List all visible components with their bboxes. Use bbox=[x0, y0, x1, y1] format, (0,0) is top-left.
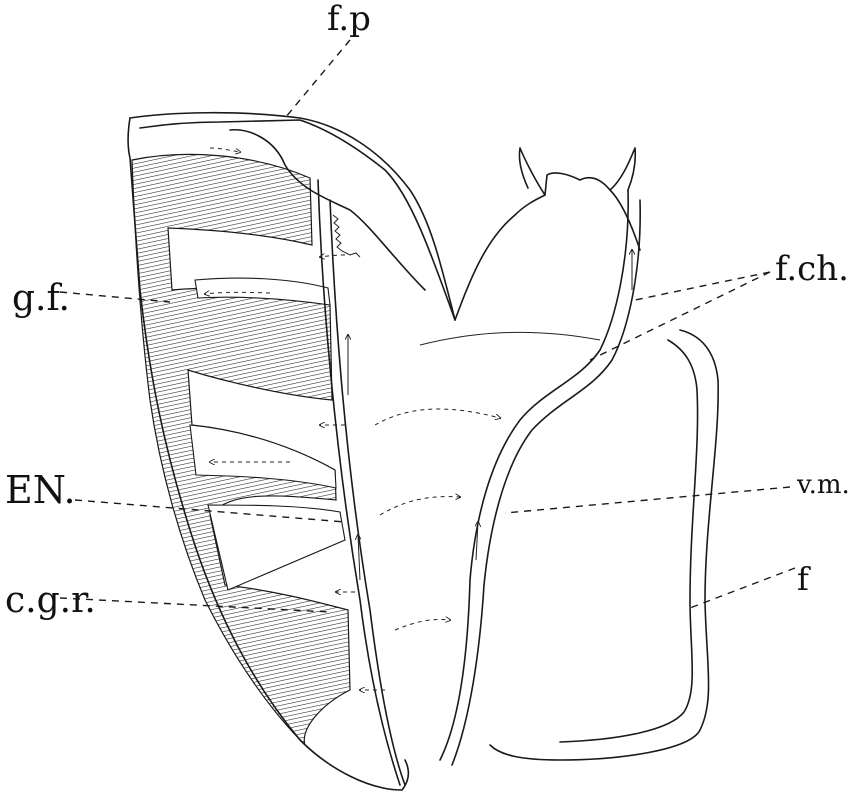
foot-outline bbox=[490, 330, 718, 760]
siphon-tube-inner bbox=[452, 200, 640, 765]
flow-arrow-2 bbox=[380, 497, 460, 515]
ctenidial-axis-right bbox=[330, 200, 405, 785]
leader-vm bbox=[505, 487, 790, 513]
label-cgr: c.g.r. bbox=[5, 580, 96, 621]
visceral-mass-outline bbox=[455, 173, 640, 320]
flow-arrow-3 bbox=[395, 619, 450, 630]
label-en: EN. bbox=[5, 468, 76, 512]
right-tentacle bbox=[610, 148, 635, 190]
leader-fp bbox=[285, 40, 350, 118]
label-f: f bbox=[797, 560, 811, 598]
leader-fch-1 bbox=[635, 272, 770, 300]
label-fch: f.ch. bbox=[775, 249, 849, 289]
siphon-tube bbox=[440, 190, 628, 760]
label-gf: g.f. bbox=[12, 278, 70, 319]
foot-inner-outline bbox=[560, 340, 698, 742]
left-tentacle bbox=[519, 148, 545, 195]
dorsal-line bbox=[420, 332, 600, 345]
flow-arrow-10 bbox=[210, 148, 240, 152]
flow-arrow-1 bbox=[375, 409, 500, 425]
gill-band-3 bbox=[208, 505, 345, 590]
label-vm: v.m. bbox=[796, 470, 850, 500]
label-fp: f.p bbox=[327, 0, 371, 39]
leader-fch-2 bbox=[590, 272, 770, 360]
frilled-edge bbox=[333, 215, 360, 257]
